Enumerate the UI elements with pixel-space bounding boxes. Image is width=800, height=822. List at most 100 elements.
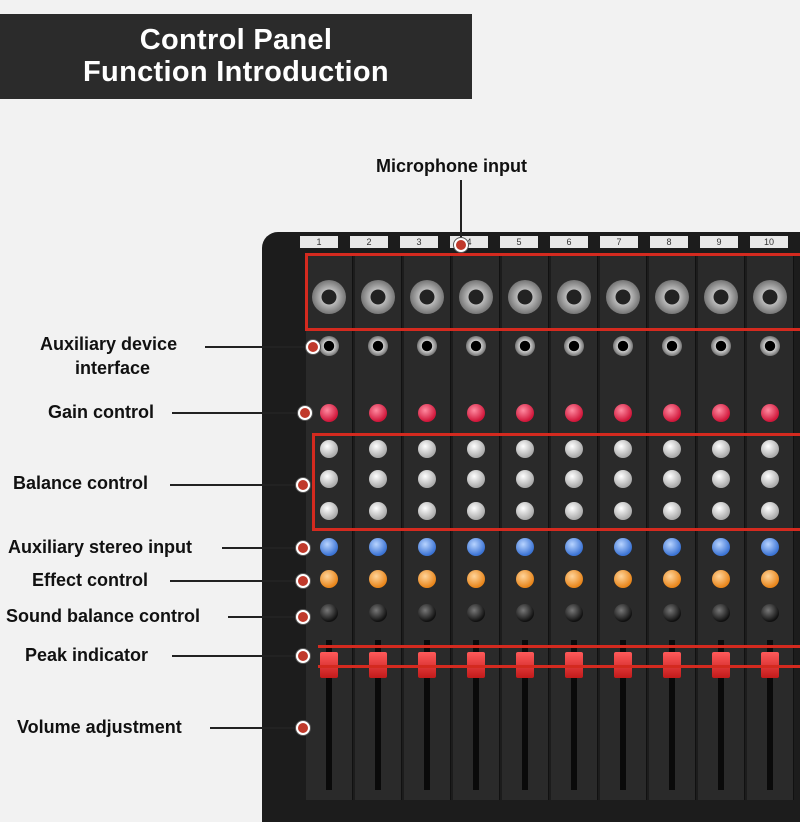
eq-high-knob[interactable] [614,440,632,458]
gain-knob[interactable] [663,404,681,422]
line-input-jack[interactable] [613,336,633,356]
line-input-jack[interactable] [662,336,682,356]
fx-knob[interactable] [516,570,534,588]
gain-knob[interactable] [614,404,632,422]
aux-knob[interactable] [516,538,534,556]
xlr-input-jack[interactable] [606,280,640,314]
gain-knob[interactable] [761,404,779,422]
pan-knob[interactable] [516,604,534,622]
eq-high-knob[interactable] [320,440,338,458]
eq-mid-knob[interactable] [663,470,681,488]
fx-knob[interactable] [712,570,730,588]
xlr-input-jack[interactable] [655,280,689,314]
eq-high-knob[interactable] [467,440,485,458]
label-microphone-input: Microphone input [376,156,527,176]
fx-knob[interactable] [761,570,779,588]
eq-high-knob[interactable] [663,440,681,458]
gain-knob[interactable] [418,404,436,422]
eq-high-knob[interactable] [418,440,436,458]
pan-knob[interactable] [565,604,583,622]
aux-knob[interactable] [761,538,779,556]
eq-low-knob[interactable] [516,502,534,520]
eq-high-knob[interactable] [761,440,779,458]
fader-track [326,640,332,790]
pan-knob[interactable] [663,604,681,622]
eq-mid-knob[interactable] [467,470,485,488]
xlr-input-jack[interactable] [753,280,787,314]
line-input-jack[interactable] [417,336,437,356]
pan-knob[interactable] [467,604,485,622]
aux-knob[interactable] [418,538,436,556]
pan-knob[interactable] [418,604,436,622]
line-input-jack[interactable] [368,336,388,356]
label-sound-balance-control: Sound balance control [6,606,201,626]
gain-knob[interactable] [369,404,387,422]
pan-knob[interactable] [320,604,338,622]
xlr-input-jack[interactable] [312,280,346,314]
gain-knob[interactable] [516,404,534,422]
xlr-input-jack[interactable] [704,280,738,314]
fx-knob[interactable] [369,570,387,588]
gain-knob[interactable] [565,404,583,422]
pan-knob[interactable] [614,604,632,622]
fx-knob[interactable] [320,570,338,588]
eq-mid-knob[interactable] [565,470,583,488]
pan-knob[interactable] [761,604,779,622]
eq-low-knob[interactable] [369,502,387,520]
marker-sound-balance [296,610,310,624]
aux-knob[interactable] [467,538,485,556]
xlr-input-jack[interactable] [557,280,591,314]
eq-high-knob[interactable] [516,440,534,458]
pan-knob[interactable] [712,604,730,622]
line-input-jack[interactable] [711,336,731,356]
line-input-jack[interactable] [319,336,339,356]
eq-low-knob[interactable] [663,502,681,520]
eq-high-knob[interactable] [369,440,387,458]
eq-low-knob[interactable] [418,502,436,520]
eq-mid-knob[interactable] [369,470,387,488]
xlr-input-jack[interactable] [459,280,493,314]
eq-mid-knob[interactable] [614,470,632,488]
aux-knob[interactable] [320,538,338,556]
fx-knob[interactable] [467,570,485,588]
eq-high-knob[interactable] [565,440,583,458]
aux-knob[interactable] [565,538,583,556]
gain-knob[interactable] [712,404,730,422]
eq-low-knob[interactable] [320,502,338,520]
xlr-input-jack[interactable] [410,280,444,314]
aux-knob[interactable] [663,538,681,556]
xlr-input-jack[interactable] [508,280,542,314]
eq-low-knob[interactable] [467,502,485,520]
eq-low-knob[interactable] [761,502,779,520]
gain-knob[interactable] [320,404,338,422]
eq-mid-knob[interactable] [516,470,534,488]
line-input-jack[interactable] [466,336,486,356]
eq-mid-knob[interactable] [418,470,436,488]
marker-aux-stereo [296,541,310,555]
eq-low-knob[interactable] [614,502,632,520]
channel-number: 1 [300,236,338,248]
channel-number: 6 [550,236,588,248]
label-effect-control: Effect control [32,570,149,590]
title-line-1: Control Panel [139,24,333,56]
pan-knob[interactable] [369,604,387,622]
eq-mid-knob[interactable] [761,470,779,488]
aux-knob[interactable] [614,538,632,556]
fx-knob[interactable] [663,570,681,588]
eq-low-knob[interactable] [712,502,730,520]
fx-knob[interactable] [614,570,632,588]
aux-knob[interactable] [712,538,730,556]
eq-low-knob[interactable] [565,502,583,520]
fx-knob[interactable] [565,570,583,588]
eq-mid-knob[interactable] [712,470,730,488]
line-input-jack[interactable] [515,336,535,356]
line-input-jack[interactable] [564,336,584,356]
fx-knob[interactable] [418,570,436,588]
line-input-jack[interactable] [760,336,780,356]
eq-high-knob[interactable] [712,440,730,458]
label-volume-adjustment: Volume adjustment [17,717,182,737]
eq-mid-knob[interactable] [320,470,338,488]
xlr-input-jack[interactable] [361,280,395,314]
gain-knob[interactable] [467,404,485,422]
aux-knob[interactable] [369,538,387,556]
